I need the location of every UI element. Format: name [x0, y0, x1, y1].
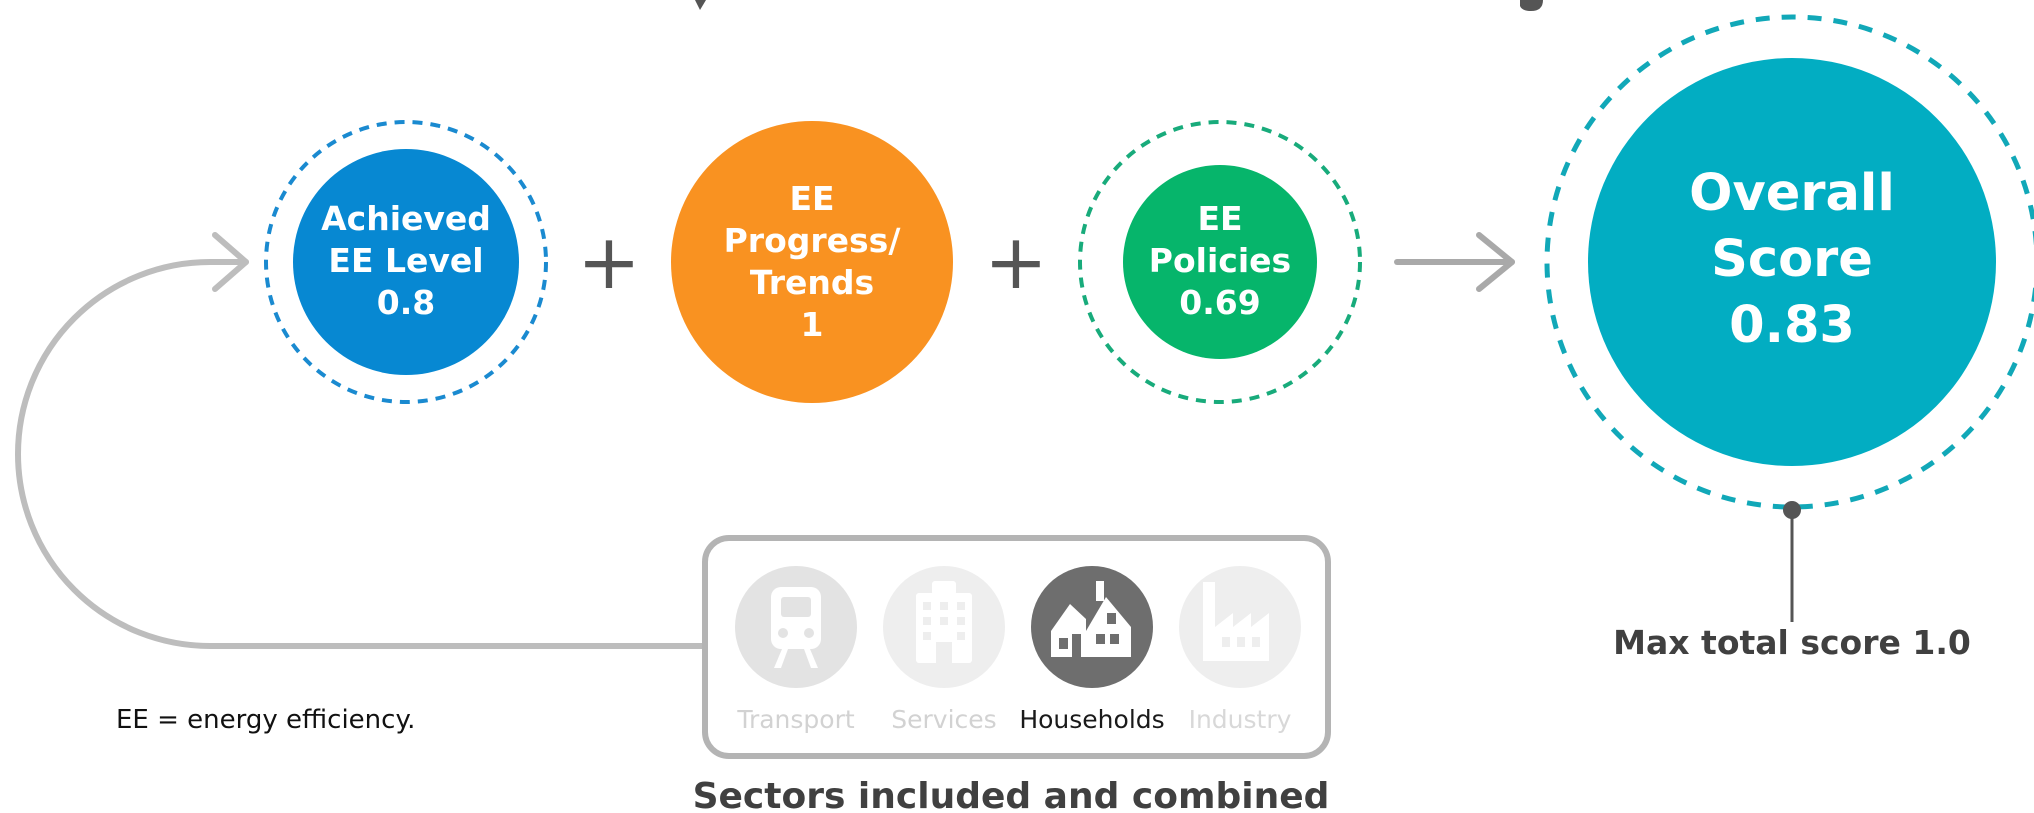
sectors-box [702, 535, 1331, 759]
policies-label-line1: EE [1197, 199, 1242, 238]
industry-label: Industry [1189, 705, 1292, 734]
transport-label: Transport [736, 705, 855, 734]
max-score-label: Max total score 1.0 [1613, 623, 1971, 662]
ee-progress-trends-node: EE Progress/ Trends 1 [671, 121, 953, 403]
progress-label-line1: EE [789, 179, 834, 218]
progress-value: 1 [801, 305, 824, 344]
sector-transport: Transport [735, 566, 857, 734]
progress-label-line3: Trends [750, 263, 874, 302]
achieved-value: 0.8 [377, 283, 435, 322]
progress-label-line2: Progress/ [724, 221, 902, 260]
achieved-ee-level-node: Achieved EE Level 0.8 [264, 120, 548, 404]
achieved-circle [293, 149, 519, 375]
arrow-to-overall [1394, 232, 1515, 292]
overall-label-line1: Overall [1689, 164, 1895, 223]
sector-services: Services [883, 566, 1005, 734]
footnote: EE = energy efficiency. [116, 705, 415, 735]
feedback-arrow [15, 232, 708, 649]
factory-icon [1203, 582, 1269, 661]
overall-circle [1588, 58, 1996, 466]
house-icon [1051, 581, 1131, 657]
overall-dashed-ring [1544, 14, 2034, 510]
sector-households: Households [1019, 566, 1165, 734]
train-icon [771, 587, 821, 668]
plus-operator: + [984, 217, 1048, 306]
overall-label-line2: Score [1711, 230, 1873, 289]
policies-dashed-ring [1078, 120, 1362, 404]
plus-operator: + [577, 217, 641, 306]
sectors-caption: Sectors included and combined [693, 776, 1330, 813]
sector-industry: Industry [1179, 566, 1301, 734]
ee-policies-node: EE Policies 0.69 [1078, 120, 1362, 404]
overall-value: 0.83 [1729, 296, 1855, 355]
policies-value: 0.69 [1179, 283, 1260, 322]
achieved-dashed-ring [264, 120, 548, 404]
households-label: Households [1019, 705, 1164, 734]
policies-label-line2: Policies [1149, 241, 1291, 280]
progress-circle [671, 121, 953, 403]
achieved-label-line1: Achieved [321, 199, 491, 238]
achieved-label-line2: EE Level [328, 241, 483, 280]
title-fragment [695, 0, 1543, 11]
building-icon [916, 581, 972, 663]
overall-score-node: Overall Score 0.83 [1544, 14, 2034, 510]
policies-circle [1123, 165, 1317, 359]
max-score-pointer [1783, 501, 1801, 622]
services-label: Services [891, 705, 996, 734]
